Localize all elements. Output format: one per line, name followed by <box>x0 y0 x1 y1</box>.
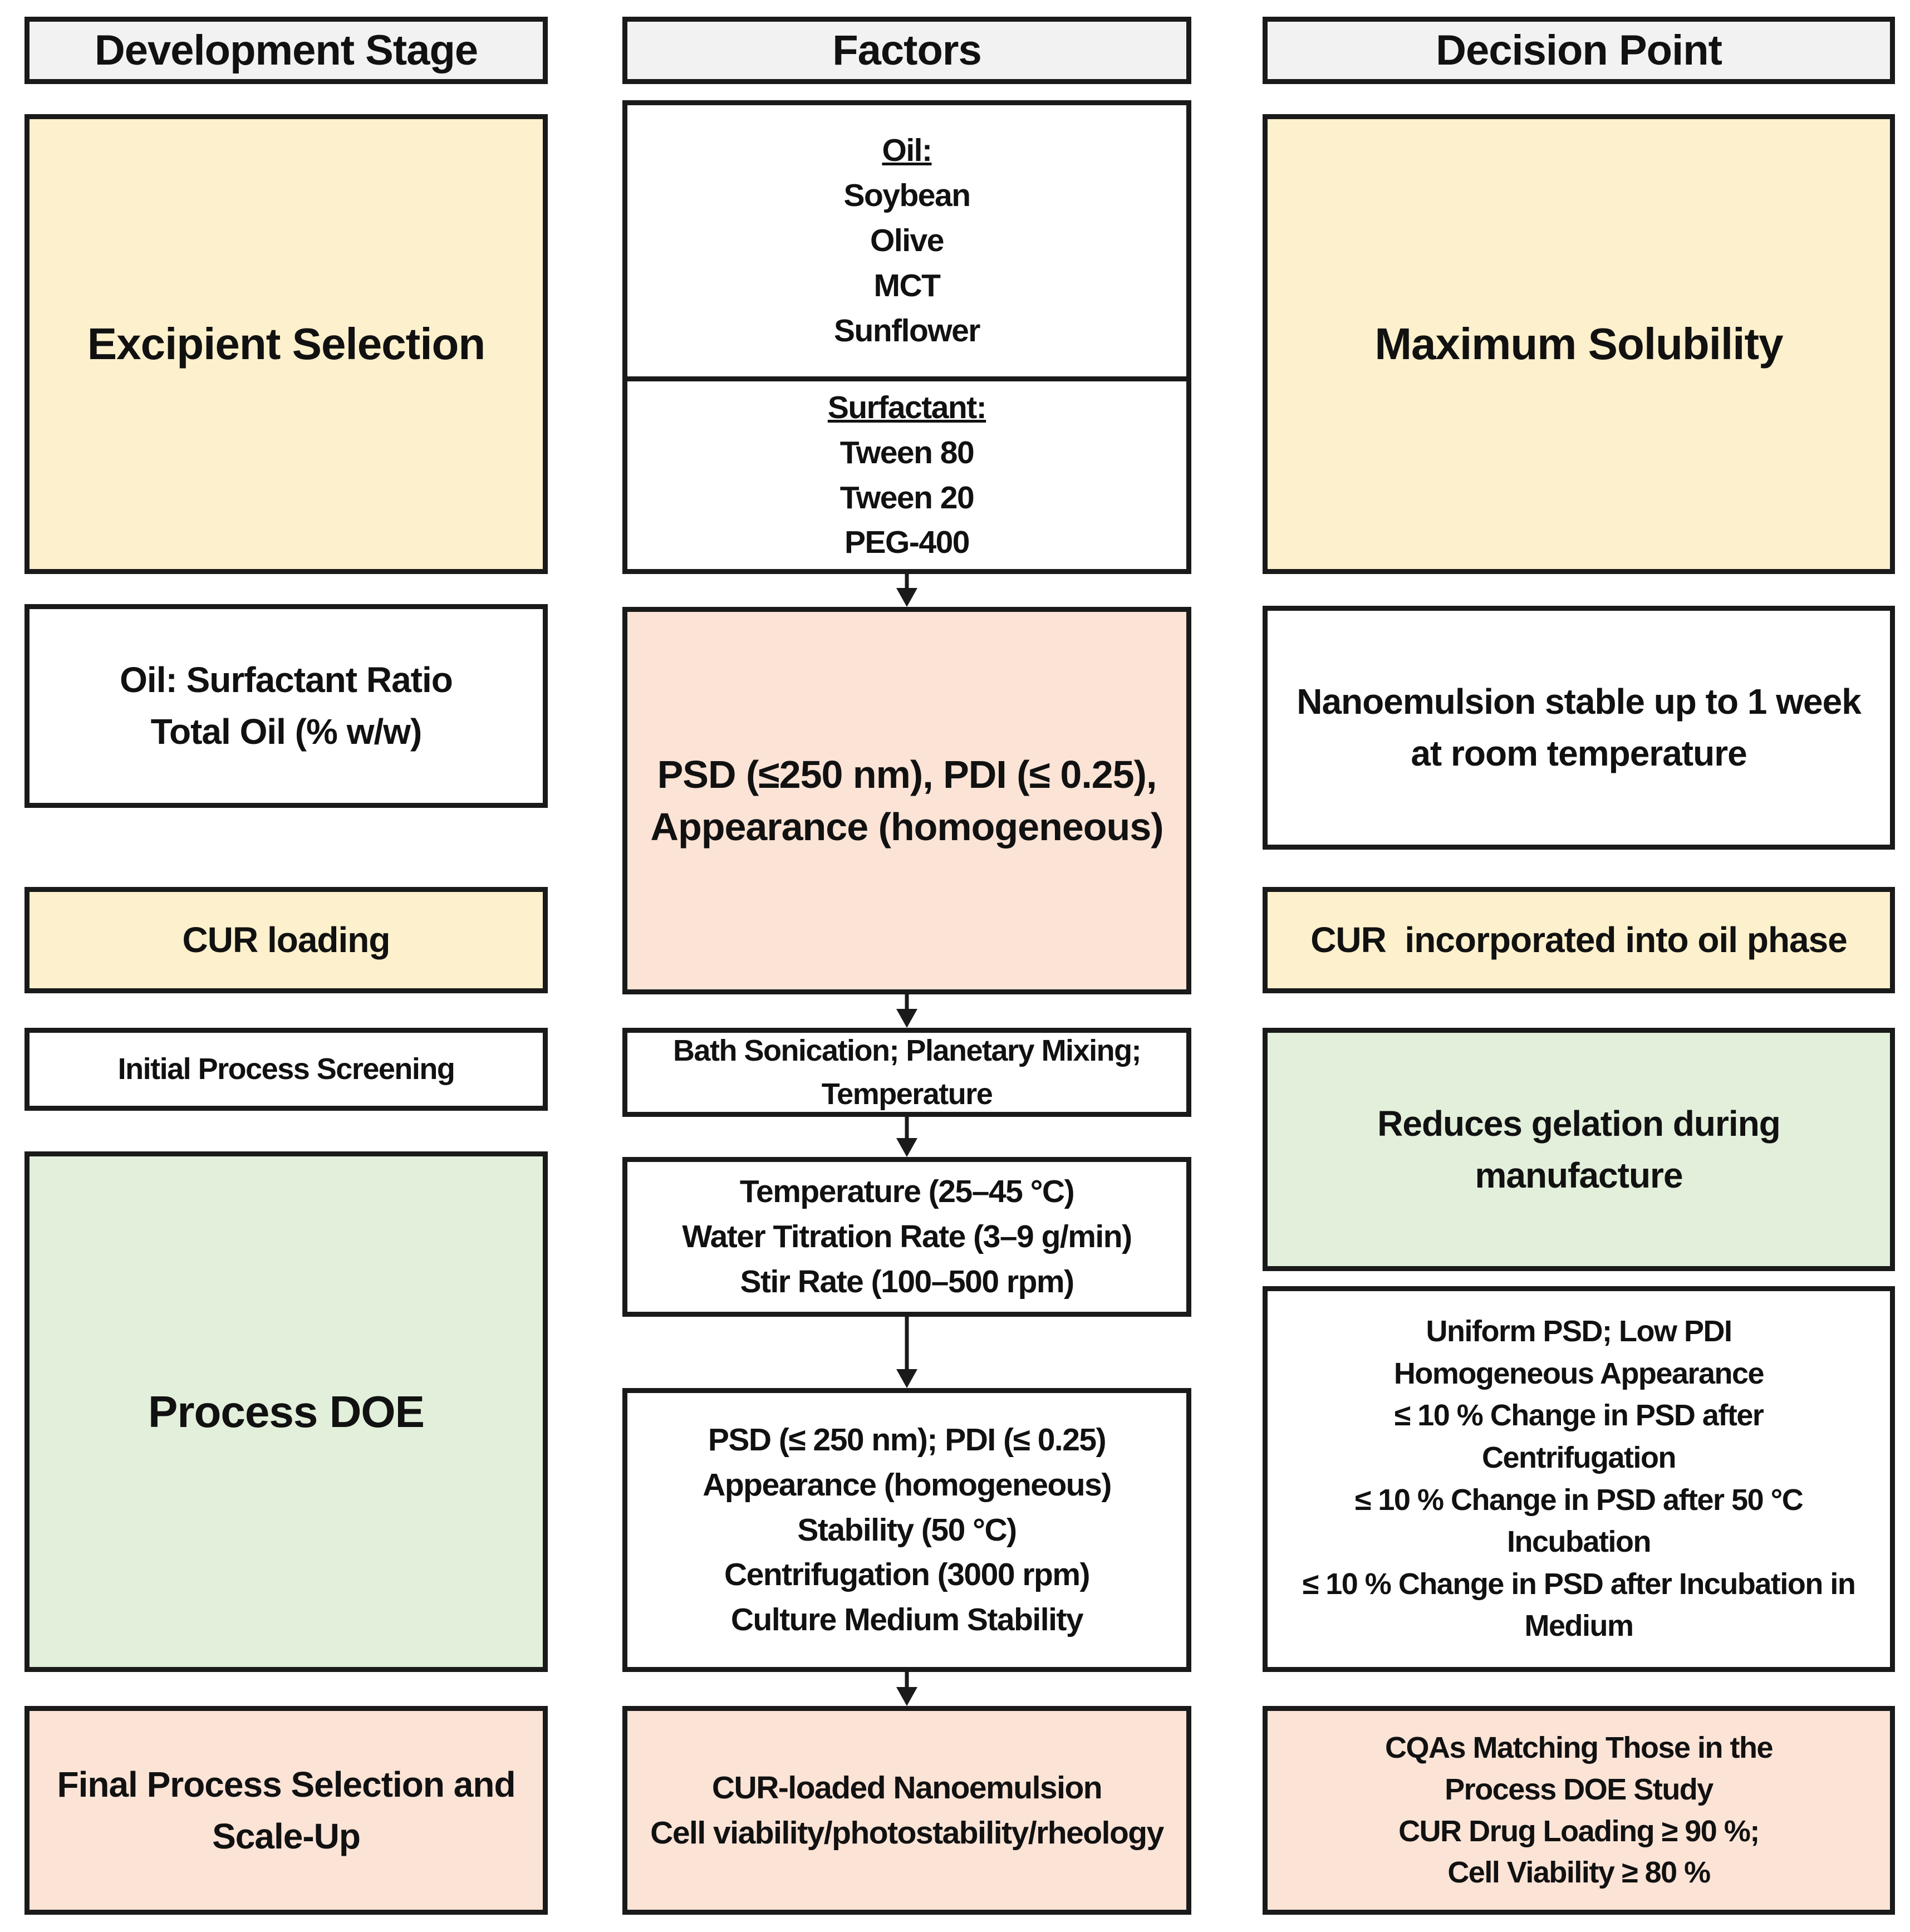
factor-oil-item: Olive <box>870 223 944 259</box>
decision-max-solubility-label: Maximum Solubility <box>1374 319 1783 369</box>
decision-final-criterion: Cell Viability ≥ 80 % <box>1447 1856 1711 1890</box>
arrow-down-icon <box>896 1117 917 1157</box>
factor-final-box: CUR-loaded Nanoemulsion Cell viability/p… <box>622 1706 1191 1915</box>
arrow-down-icon <box>896 1317 917 1388</box>
header-development-stage: Development Stage <box>24 17 548 84</box>
arrow-down-icon <box>896 574 917 607</box>
decision-doe-criteria-box: Uniform PSD; Low PDI Homogeneous Appeara… <box>1263 1286 1895 1672</box>
stage-process-doe: Process DOE <box>24 1151 548 1672</box>
decision-doe-criterion: Homogeneous Appearance <box>1393 1356 1765 1390</box>
decision-reduces-gelation: Reduces gelation during manufacture <box>1263 1028 1895 1271</box>
stage-excipient-selection-label: Excipient Selection <box>87 319 486 369</box>
factor-doe-response: Stability (50 °C) <box>797 1512 1017 1548</box>
decision-doe-criterion: ≤ 10 % Change in PSD after 50 °C Incubat… <box>1354 1483 1804 1559</box>
factor-screening-line: Bath Sonication; Planetary Mixing; <box>672 1033 1142 1067</box>
decision-doe-criterion: Uniform PSD; Low PDI <box>1426 1315 1733 1349</box>
stage-final-process: Final Process Selection and Scale-Up <box>24 1706 548 1915</box>
factor-psd-pdi-box: PSD (≤250 nm), PDI (≤ 0.25), Appearance … <box>622 607 1191 994</box>
factor-oil-item: MCT <box>873 267 941 303</box>
factor-surfactant-item: Tween 80 <box>839 434 975 470</box>
header-factors-label: Factors <box>832 27 982 74</box>
factor-surfactant-title: Surfactant: <box>827 389 987 425</box>
stage-initial-process-screening-label: Initial Process Screening <box>117 1052 455 1086</box>
factor-doe-param: Stir Rate (100–500 rpm) <box>740 1263 1074 1300</box>
factor-doe-params-box: Temperature (25–45 °C) Water Titration R… <box>622 1157 1191 1317</box>
factor-screening-box: Bath Sonication; Planetary Mixing; Tempe… <box>622 1028 1191 1117</box>
stage-initial-process-screening: Initial Process Screening <box>24 1028 548 1111</box>
factor-psd-pdi-line: PSD (≤250 nm), PDI (≤ 0.25), <box>657 752 1157 796</box>
factor-oil-item: Soybean <box>843 178 971 214</box>
decision-doe-criterion: ≤ 10 % Change in PSD after Centrifugatio… <box>1394 1399 1764 1474</box>
factor-oil-title: Oil: <box>882 133 933 169</box>
factor-surfactant-item: Tween 20 <box>839 479 975 516</box>
factor-doe-param: Water Titration Rate (3–9 g/min) <box>682 1219 1132 1255</box>
stage-cur-loading-label: CUR loading <box>182 920 391 960</box>
factor-screening-line: Temperature <box>821 1077 993 1111</box>
decision-reduces-gelation-label: Reduces gelation during manufacture <box>1377 1103 1781 1195</box>
decision-final-criterion: CUR Drug Loading ≥ 90 %; <box>1398 1814 1760 1848</box>
decision-max-solubility: Maximum Solubility <box>1263 114 1895 574</box>
stage-oil-surfactant-ratio-label: Oil: Surfactant Ratio <box>120 660 453 700</box>
stage-excipient-selection: Excipient Selection <box>24 114 548 574</box>
stage-oil-surfactant-ratio: Oil: Surfactant Ratio Total Oil (% w/w) <box>24 604 548 808</box>
header-development-stage-label: Development Stage <box>94 27 478 74</box>
factor-oil-item: Sunflower <box>833 312 981 349</box>
arrow-down-icon <box>896 1672 917 1706</box>
factor-surfactant-item: PEG-400 <box>844 524 970 561</box>
factor-final-line: Cell viability/photostability/rheology <box>650 1815 1164 1851</box>
decision-stable-week-label: Nanoemulsion stable up to 1 week at room… <box>1297 681 1862 773</box>
decision-stable-week: Nanoemulsion stable up to 1 week at room… <box>1263 606 1895 850</box>
factor-doe-response: Culture Medium Stability <box>730 1602 1084 1638</box>
factor-doe-response: Centrifugation (3000 rpm) <box>724 1557 1091 1593</box>
header-decision-point-label: Decision Point <box>1436 27 1722 74</box>
factor-doe-responses-box: PSD (≤ 250 nm); PDI (≤ 0.25) Appearance … <box>622 1388 1191 1672</box>
factor-doe-param: Temperature (25–45 °C) <box>739 1174 1075 1210</box>
arrow-down-icon <box>896 994 917 1028</box>
factor-oil-box: Oil: Soybean Olive MCT Sunflower <box>622 100 1191 381</box>
factor-doe-response: PSD (≤ 250 nm); PDI (≤ 0.25) <box>708 1421 1107 1458</box>
header-decision-point: Decision Point <box>1263 17 1895 84</box>
factor-final-line: CUR-loaded Nanoemulsion <box>711 1769 1103 1806</box>
stage-total-oil-label: Total Oil (% w/w) <box>150 712 423 752</box>
stage-final-process-label: Final Process Selection and Scale-Up <box>57 1764 515 1856</box>
decision-doe-criterion: ≤ 10 % Change in PSD after Incubation in… <box>1302 1567 1856 1643</box>
factor-doe-response: Appearance (homogeneous) <box>703 1467 1112 1503</box>
factor-surfactant-box: Surfactant: Tween 80 Tween 20 PEG-400 <box>622 376 1191 574</box>
stage-process-doe-label: Process DOE <box>148 1386 425 1436</box>
header-factors: Factors <box>622 17 1191 84</box>
stage-cur-loading: CUR loading <box>24 887 548 993</box>
decision-final-criterion: CQAs Matching Those in the Process DOE S… <box>1384 1731 1774 1806</box>
decision-final-criteria-box: CQAs Matching Those in the Process DOE S… <box>1263 1706 1895 1915</box>
decision-cur-incorporated-label: CUR incorporated into oil phase <box>1310 920 1848 960</box>
factor-appearance-line: Appearance (homogeneous) <box>650 805 1163 849</box>
decision-cur-incorporated: CUR incorporated into oil phase <box>1263 887 1895 993</box>
